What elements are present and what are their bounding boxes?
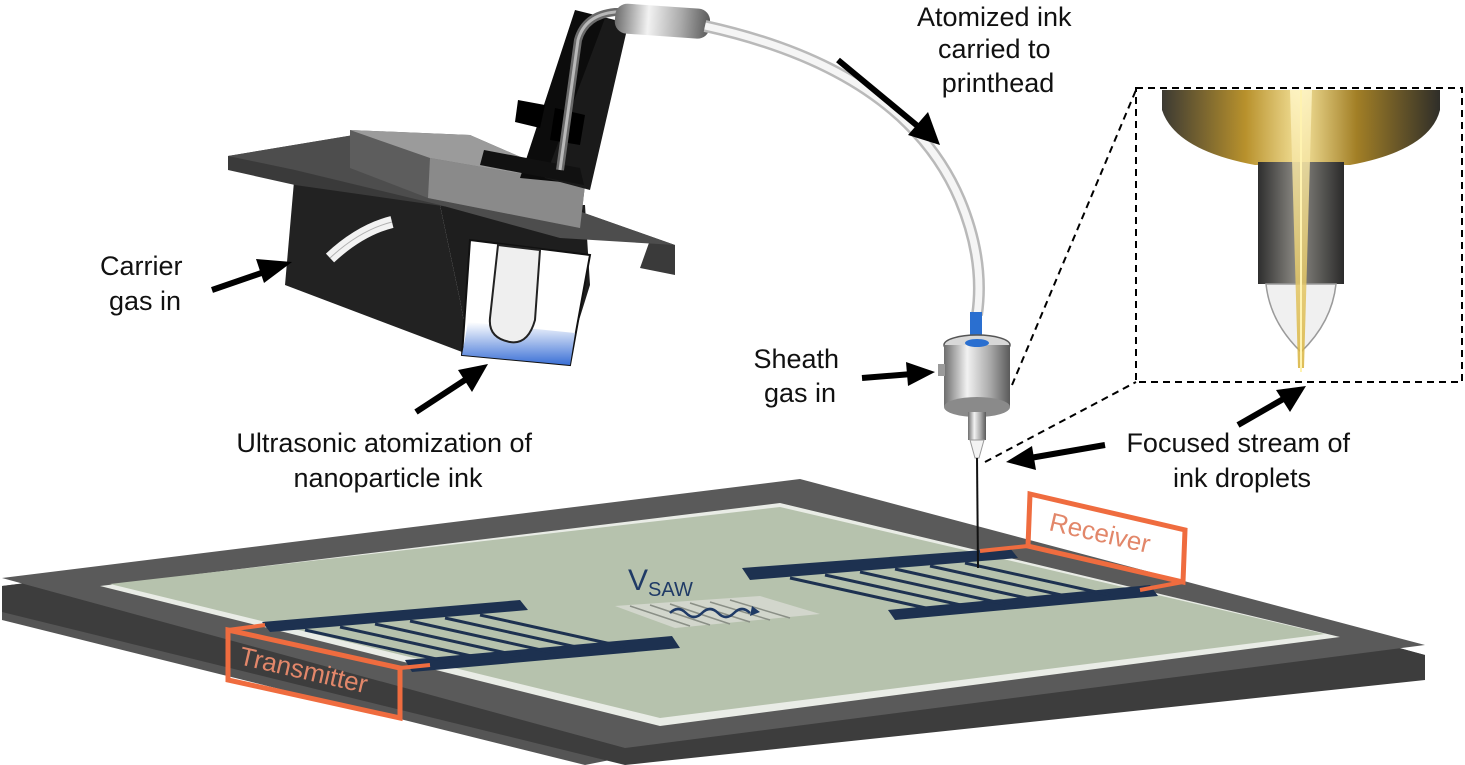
arrows: [211, 57, 1306, 470]
saw-wave: [615, 596, 820, 628]
saw-substrate: [2, 479, 1425, 765]
carrier-gas-label: Carrier gas in: [100, 251, 190, 316]
ultrasonic-atomizer: [228, 8, 675, 367]
ink-delivery-tube: [614, 3, 985, 340]
printhead: [938, 334, 1011, 569]
receiver-idt: [742, 548, 1158, 620]
focused-stream-label: Focused stream of ink droplets: [1126, 428, 1357, 493]
atomized-ink-label: Atomized ink carried to printhead: [917, 2, 1079, 98]
sheath-gas-label: Sheath gas in: [753, 344, 846, 408]
vsaw-label: VSAW: [628, 564, 693, 601]
transmitter-idt: [262, 600, 680, 672]
nozzle-zoom-inset: [984, 87, 1463, 463]
ultrasonic-label: Ultrasonic atomization of nanoparticle i…: [236, 428, 539, 493]
